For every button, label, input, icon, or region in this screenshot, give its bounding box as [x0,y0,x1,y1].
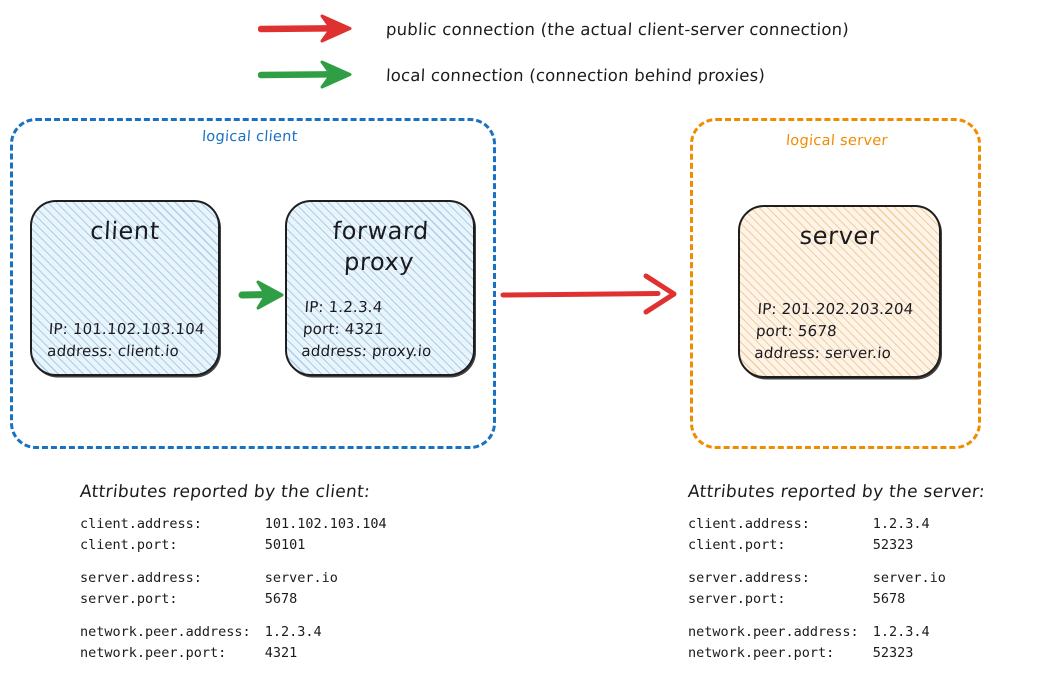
table-spacer [80,555,387,568]
legend-item-public-connection: public connection (the actual client-ser… [258,12,849,46]
legend-label-public-connection: public connection (the actual client-ser… [385,19,850,39]
node-server-ip: IP: 201.202.203.204 [756,299,915,318]
attr-key: server.address: [688,570,810,587]
attr-key: network.peer.port: [688,644,835,661]
attr-value: 5678 [872,590,906,607]
attr-key: client.address: [688,516,810,532]
arrow-public-connection [500,273,677,315]
logical-server-zone [690,118,981,449]
table-spacer [688,609,946,622]
attr-value: 52323 [872,536,914,553]
attr-value: 1.2.3.4 [872,624,930,641]
table-row: server.address: server.io [80,568,387,589]
node-client-details: IP: 101.102.103.104 address: client.io [46,319,206,363]
attr-value: 1.2.3.4 [872,516,930,532]
green-arrow-icon [258,60,352,89]
table-row: network.peer.address: 1.2.3.4 [688,622,946,643]
attr-key: client.address: [80,516,202,532]
logical-client-zone [10,118,496,449]
node-forward-proxy-details: IP: 1.2.3.4 port: 4321 address: proxy.io [301,297,460,362]
node-forward-proxy-ip: IP: 1.2.3.4 [303,297,384,316]
node-forward-proxy-address: address: proxy.io [300,341,433,360]
node-forward-proxy-port: port: 4321 [302,319,385,338]
attr-value: 50101 [264,536,306,553]
attr-value: 1.2.3.4 [264,624,322,641]
attr-key: server.port: [688,590,786,607]
node-server-title: server [798,222,881,250]
attr-key: network.peer.port: [80,644,227,661]
table-row: client.port: 52323 [688,535,946,556]
red-arrow-icon [258,14,352,43]
attr-value: server.io [872,570,946,587]
attr-key: network.peer.address: [688,624,859,641]
attr-value: 101.102.103.104 [264,516,387,532]
legend-item-local-connection: local connection (connection behind prox… [258,58,766,92]
node-server-details: IP: 201.202.203.204 port: 5678 address: … [754,299,926,364]
server-attributes-block: Attributes reported by the server: clien… [686,482,986,663]
node-forward-proxy: forward proxy IP: 1.2.3.4 port: 4321 add… [285,200,475,376]
node-client-title: client [89,217,161,245]
table-row: network.peer.address: 1.2.3.4 [80,622,387,643]
attr-value: 52323 [872,644,914,661]
attr-key: client.port: [688,536,786,553]
attr-value: server.io [264,570,338,587]
attr-key: network.peer.address: [80,624,251,641]
logical-client-label: logical client [201,129,299,145]
attr-value: 5678 [264,590,298,607]
attr-key: client.port: [80,536,178,553]
server-attributes-heading: Attributes reported by the server: [686,482,986,502]
table-row: server.address: server.io [688,568,946,589]
table-row: network.peer.port: 52323 [688,643,946,664]
table-row: client.address: 101.102.103.104 [80,514,387,535]
node-client-address: address: client.io [46,341,180,360]
table-row: client.port: 50101 [80,535,387,556]
table-row: network.peer.port: 4321 [80,643,387,664]
node-client: client IP: 101.102.103.104 address: clie… [30,200,220,376]
table-spacer [688,555,946,568]
logical-server-label: logical server [785,133,889,149]
table-spacer [80,609,387,622]
table-row: server.port: 5678 [80,589,387,610]
attr-value: 4321 [264,644,298,661]
client-attributes-table: client.address: 101.102.103.104 client.p… [80,514,387,663]
client-attributes-heading: Attributes reported by the client: [78,482,372,502]
node-server: server IP: 201.202.203.204 port: 5678 ad… [738,205,941,378]
attr-key: server.address: [80,570,202,587]
server-attributes-table: client.address: 1.2.3.4 client.port: 523… [688,514,946,663]
legend-label-local-connection: local connection (connection behind prox… [385,65,766,85]
table-row: server.port: 5678 [688,589,946,610]
attr-key: server.port: [80,590,178,607]
table-row: client.address: 1.2.3.4 [688,514,946,535]
node-server-address: address: server.io [753,343,892,362]
node-client-ip: IP: 101.102.103.104 [48,319,206,338]
node-forward-proxy-title: forward proxy [331,217,430,276]
node-server-port: port: 5678 [755,321,838,340]
client-attributes-block: Attributes reported by the client: clien… [78,482,387,663]
